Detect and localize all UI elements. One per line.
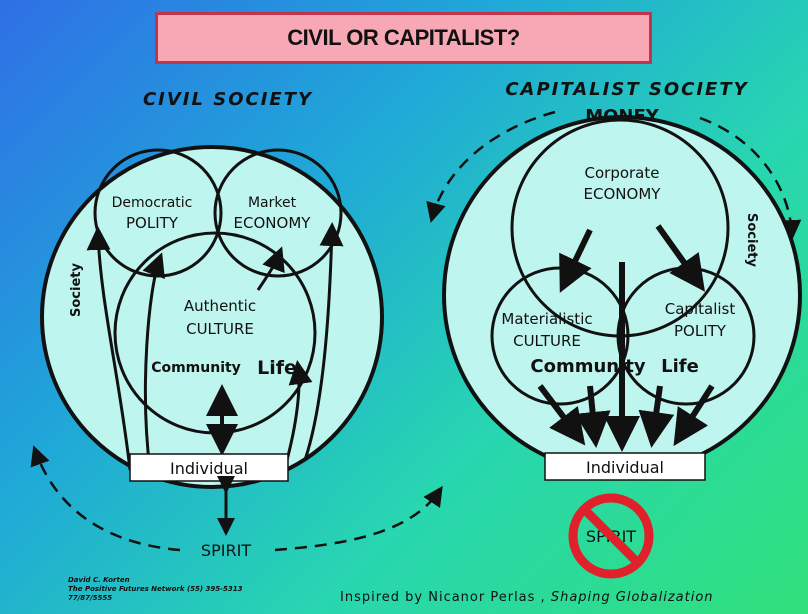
cap-life-word: Life	[661, 356, 699, 377]
arrow-polity-to-individual-a	[638, 385, 675, 448]
economy-label-line1: Market	[248, 195, 297, 211]
arrow-culture-to-individual-a	[537, 384, 586, 446]
credit-line3: 77/87/5555	[68, 594, 113, 602]
arrow-individual-to-polity	[86, 226, 132, 471]
arrow-to-economy-inner	[256, 246, 285, 291]
arrow-to-life	[285, 360, 313, 461]
inspired-prefix: Inspired by Nicanor Perlas ,	[340, 590, 546, 605]
civil-society-label: Society	[69, 262, 84, 316]
credit-line1: David C. Korten	[68, 576, 130, 584]
arrow-individual-to-economy	[303, 222, 344, 461]
no-sign-slash	[580, 505, 642, 567]
capitalist-society-heading: CAPITALIST SOCIETY	[505, 79, 748, 100]
civil-individual-label: Individual	[170, 459, 248, 478]
arrow-culture-to-individual-b	[574, 385, 611, 448]
civil-spirit-dashed-left	[30, 445, 181, 552]
economy-label-line2: ECONOMY	[234, 214, 312, 232]
civil-society-heading: CIVIL SOCIETY	[143, 89, 313, 110]
polity-label-line1: Democratic	[112, 195, 193, 211]
cap-community-word: Community	[530, 356, 645, 377]
inspired-book-title: Shaping Globalization	[550, 590, 714, 605]
market-economy-circle	[213, 148, 343, 278]
capitalist-individual-label: Individual	[586, 458, 664, 477]
inspired-caption: Inspired by Nicanor Perlas , Shaping Glo…	[340, 590, 714, 605]
arrow-polity-to-individual-b	[673, 384, 715, 447]
no-spirit-sign: SPIRIT	[568, 493, 654, 579]
cap-economy-line1: Corporate	[585, 164, 660, 182]
page-title: CIVIL OR CAPITALIST?	[287, 25, 520, 50]
cap-economy-line2: ECONOMY	[584, 185, 662, 203]
culture-label-line1: Authentic	[184, 297, 256, 315]
arrow-economy-to-polity	[655, 224, 705, 292]
no-sign-ring	[568, 493, 654, 579]
cap-culture-line2: CULTURE	[513, 332, 581, 350]
credit-line2: The Positive Futures Network (55) 395-53…	[68, 585, 243, 593]
title-banner: CIVIL OR CAPITALIST?	[155, 12, 652, 64]
cap-polity-line2: POLITY	[674, 322, 727, 340]
capitalist-individual-box	[544, 452, 706, 481]
civil-society-circle	[40, 145, 384, 489]
community-word: Community	[151, 360, 241, 376]
cap-polity-line1: Capitalist	[665, 300, 736, 318]
culture-label-line2: CULTURE	[186, 320, 254, 338]
life-word: Life	[257, 357, 297, 379]
civil-spirit-label: SPIRIT	[201, 541, 251, 560]
author-credit: David C. Korten The Positive Futures Net…	[68, 576, 243, 603]
capitalist-society-label: Society	[744, 213, 759, 267]
arrow-economy-to-culture	[559, 228, 593, 293]
money-dashed-left	[426, 110, 556, 223]
arrow-individual-to-polity-inner	[142, 252, 165, 471]
civil-individual-box	[129, 453, 289, 482]
cap-culture-line1: Materialistic	[501, 310, 592, 328]
civil-spirit-dashed-right	[274, 485, 443, 552]
money-dashed-right	[699, 116, 802, 240]
polity-label-line2: POLITY	[126, 214, 179, 232]
